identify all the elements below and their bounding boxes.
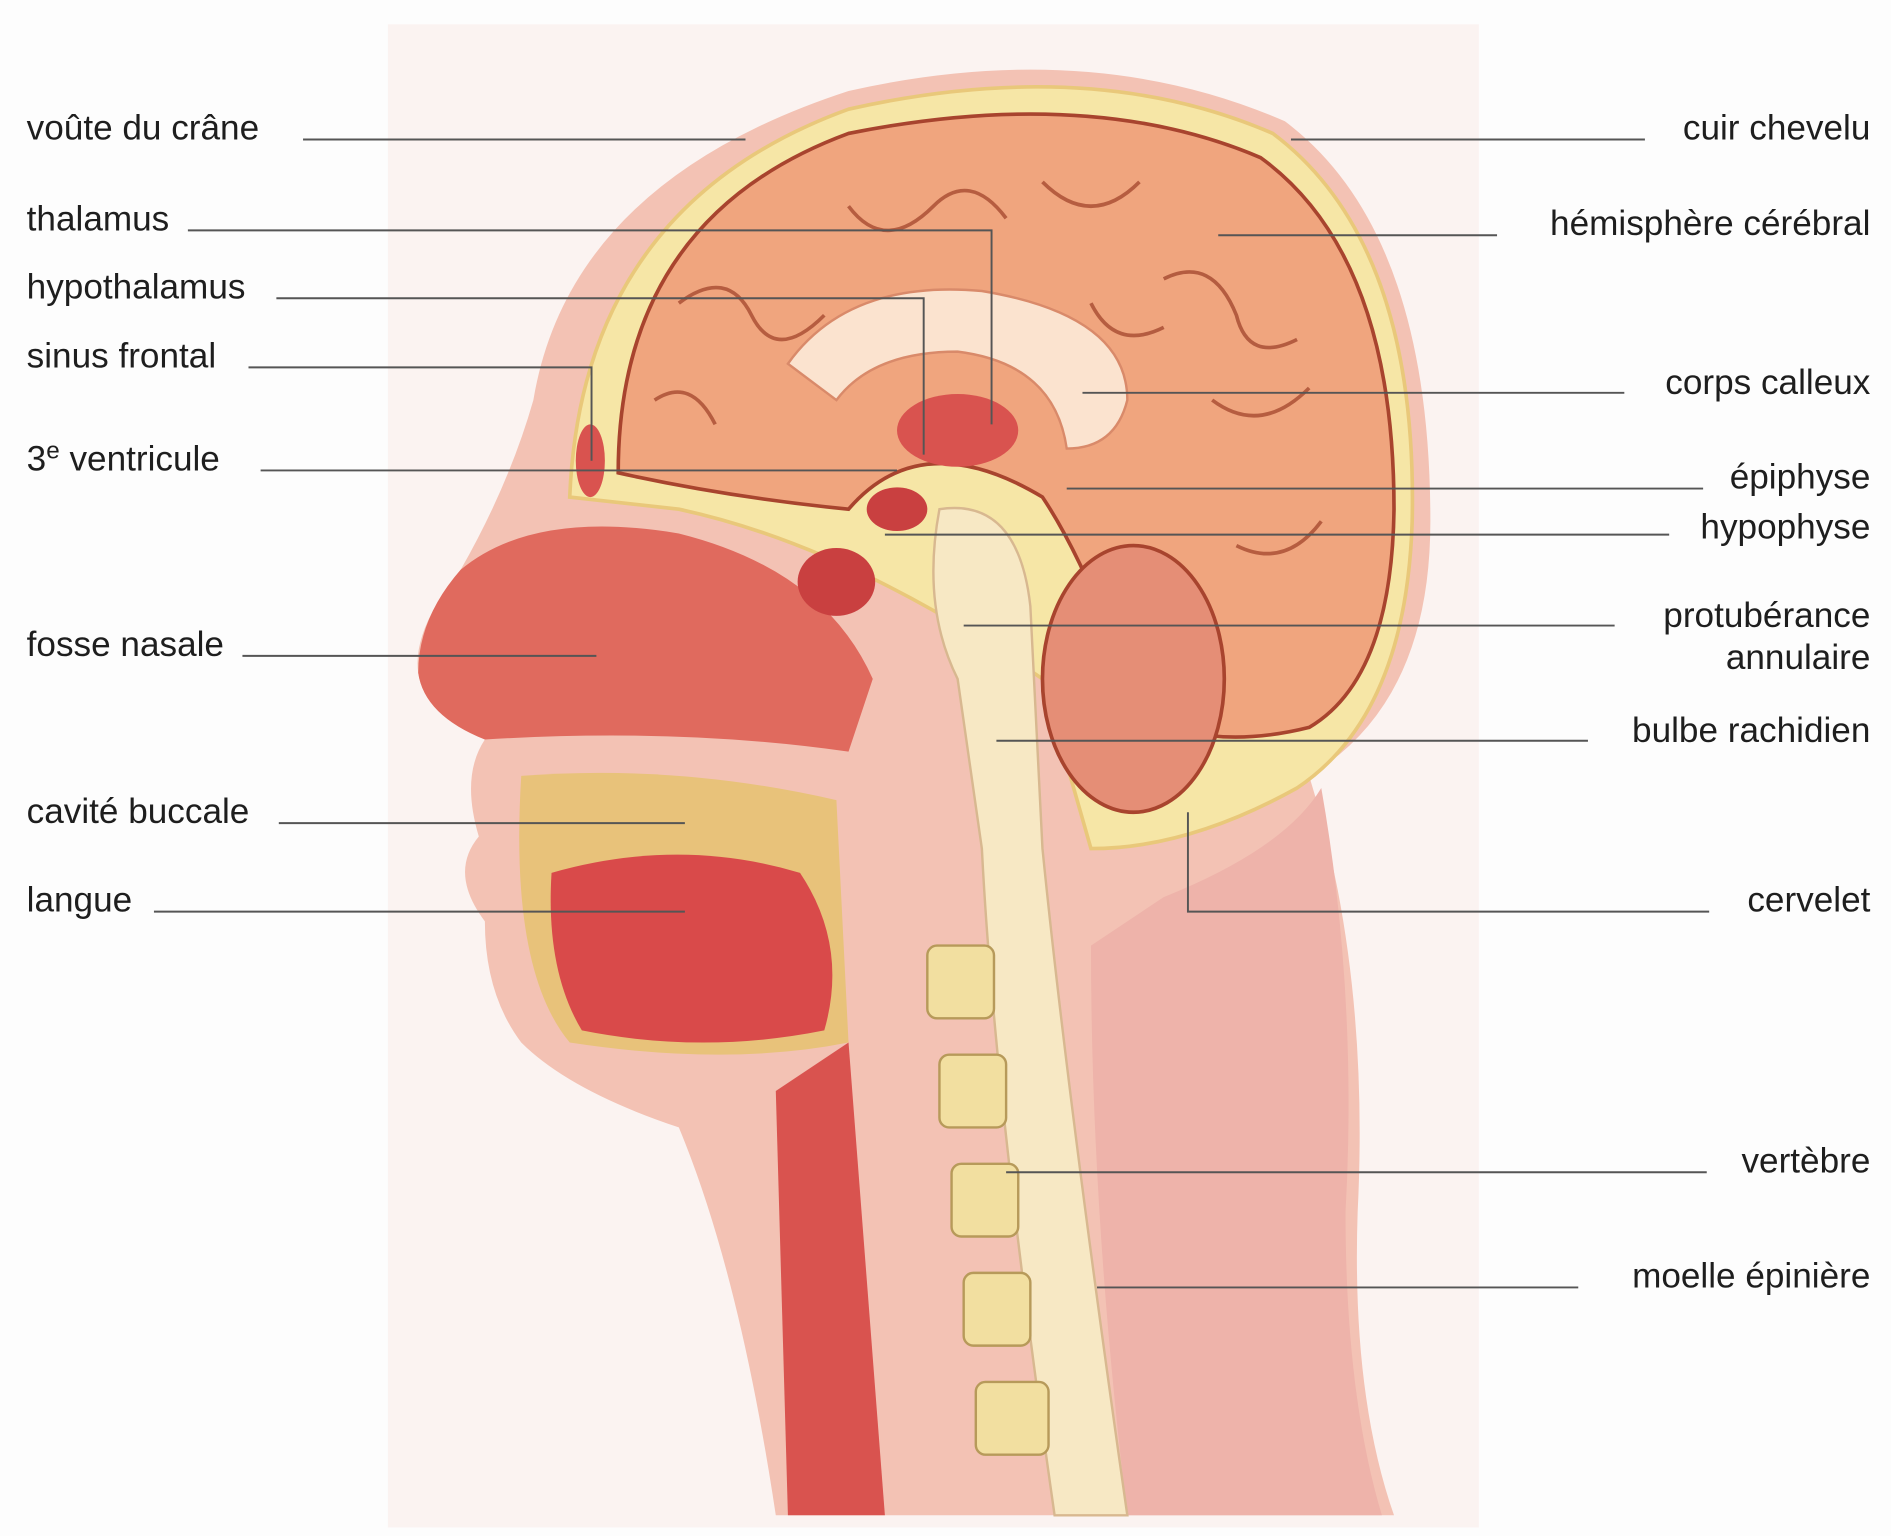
label-hemisphere-cerebral: hémisphère cérébral bbox=[1550, 204, 1870, 243]
hypothalamus-region bbox=[866, 487, 928, 532]
corpus-callosum bbox=[786, 288, 1129, 450]
label-vertebre: vertèbre bbox=[1741, 1141, 1870, 1180]
cerebellum bbox=[1040, 543, 1227, 815]
label-3e-ventricule: 3e ventricule bbox=[27, 437, 220, 478]
label-bulbe-rachidien: bulbe rachidien bbox=[1632, 711, 1870, 750]
label-fosse-nasale: fosse nasale bbox=[27, 625, 224, 664]
label-cervelet: cervelet bbox=[1747, 881, 1870, 920]
spinal-cord bbox=[932, 506, 1129, 1517]
label-protuberance: protubérance bbox=[1663, 596, 1870, 635]
label-epiphyse: épiphyse bbox=[1730, 458, 1871, 497]
sphenoid-sinus bbox=[797, 547, 876, 616]
neck-muscle bbox=[1090, 788, 1382, 1516]
frontal-sinus bbox=[575, 424, 605, 498]
label-moelle-epiniere: moelle épinière bbox=[1632, 1256, 1870, 1295]
brain-gyri bbox=[653, 180, 1323, 556]
label-hypophyse: hypophyse bbox=[1700, 507, 1870, 546]
label-sinus-frontal: sinus frontal bbox=[27, 336, 216, 375]
leader-lines bbox=[153, 138, 1710, 1289]
tongue bbox=[550, 854, 833, 1043]
vertebrae bbox=[926, 944, 1050, 1456]
label-cuir-chevelu: cuir chevelu bbox=[1683, 108, 1871, 147]
label-hypothalamus: hypothalamus bbox=[27, 267, 246, 306]
label-langue: langue bbox=[27, 881, 133, 920]
pharynx bbox=[775, 1042, 885, 1516]
label-3e-rest: ventricule bbox=[60, 439, 220, 478]
label-3e-number: 3 bbox=[27, 439, 47, 478]
label-annulaire: annulaire bbox=[1726, 638, 1871, 677]
label-voute-du-crane: voûte du crâne bbox=[27, 108, 259, 147]
thalamus bbox=[897, 394, 1019, 467]
label-cavite-buccale: cavité buccale bbox=[27, 792, 250, 831]
nasal-cavity bbox=[418, 526, 873, 752]
label-3e-superscript: e bbox=[46, 437, 59, 464]
label-thalamus: thalamus bbox=[27, 199, 170, 238]
label-corps-calleux: corps calleux bbox=[1665, 363, 1871, 402]
